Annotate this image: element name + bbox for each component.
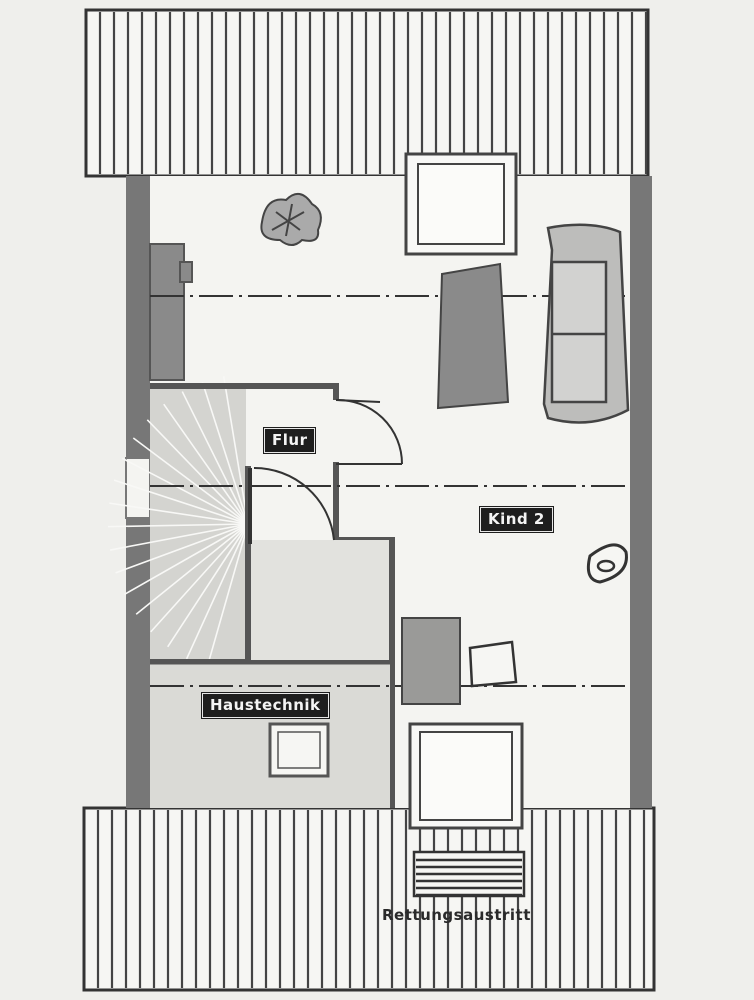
exit-step xyxy=(412,850,526,898)
chimney-ledge xyxy=(179,261,193,283)
door-kind2 xyxy=(335,398,403,465)
roof-bottom xyxy=(82,806,656,992)
room-label-flur: Flur xyxy=(264,428,316,453)
sofa xyxy=(542,223,630,424)
chimney xyxy=(149,243,185,381)
skylight-bottom xyxy=(408,722,524,830)
plant-icon xyxy=(260,193,322,246)
chair xyxy=(468,640,518,688)
table xyxy=(436,262,510,410)
door-flur xyxy=(248,466,335,544)
skylight-top xyxy=(404,152,518,256)
cabinet xyxy=(401,617,461,705)
wall-right xyxy=(630,176,652,808)
flur-floor xyxy=(251,540,389,660)
roof-top xyxy=(84,8,650,178)
egg-chair-icon xyxy=(586,543,628,584)
exit-label: Rettungsaustritt xyxy=(382,906,531,924)
room-label-haustechnik: Haustechnik xyxy=(202,693,329,718)
technical-unit xyxy=(268,722,330,778)
room-label-kind2: Kind 2 xyxy=(480,507,553,532)
staircase xyxy=(108,376,249,668)
